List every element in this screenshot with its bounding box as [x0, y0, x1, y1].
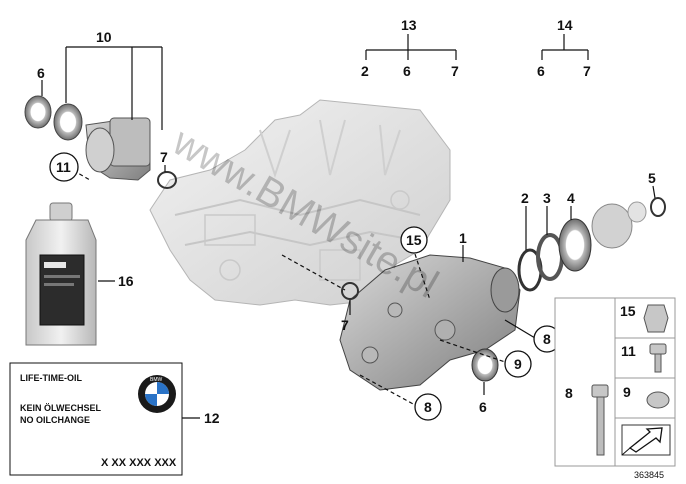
callout-1: 1: [459, 230, 467, 246]
oil-bottle-illustration: [25, 202, 97, 346]
plug-15-icon: [643, 304, 669, 333]
callout-labels: 10 6 11 7 13 2 6 7 14 6 7 1 2 3 4 5 15 8…: [37, 17, 656, 426]
bmw-logo-text: BMW: [150, 377, 163, 383]
callout-8-lower-circle: [414, 393, 442, 421]
bolt-11-shank-icon: [654, 353, 662, 373]
lifetime-oil-sticker: LIFE-TIME-OIL KEIN ÖLWECHSEL NO OILCHANG…: [9, 362, 183, 476]
group14-item-7: 7: [583, 63, 591, 79]
callout-15: 15: [406, 232, 422, 248]
callout-15-circle: [400, 226, 428, 254]
leader-lines: [41, 34, 656, 419]
sticker-line-3: NO OILCHANGE: [20, 415, 90, 425]
callout-11: 11: [56, 159, 71, 175]
callout-9: 9: [514, 356, 522, 372]
callout-4: 4: [567, 190, 575, 206]
callout-10: 10: [96, 29, 112, 45]
sticker-line-1: LIFE-TIME-OIL: [20, 373, 82, 383]
callout-6-bottom: 6: [479, 399, 487, 415]
callout-8-lower: 8: [424, 399, 432, 415]
callout-6-top-left: 6: [37, 65, 45, 81]
sticker-line-2: KEIN ÖLWECHSEL: [20, 403, 102, 413]
bolt-8-head-icon: [591, 384, 609, 398]
output-shaft-assembly: [24, 95, 177, 189]
group13-item-6: 6: [403, 63, 411, 79]
callout-14: 14: [557, 17, 573, 33]
engine-oil-pan-illustration: [149, 99, 451, 306]
callout-8-right: 8: [543, 331, 551, 347]
callout-13: 13: [401, 17, 417, 33]
callout-7-middle: 7: [341, 317, 349, 333]
callout-5: 5: [648, 170, 656, 186]
callout-3: 3: [543, 190, 551, 206]
callout-12: 12: [204, 410, 220, 426]
legend-11: 11: [621, 343, 636, 359]
bolt-8-shank-icon: [596, 396, 605, 456]
diagram-id: 363845: [634, 470, 664, 480]
callout-11-circle: [49, 152, 79, 182]
differential-housing-illustration: [339, 254, 521, 391]
callout-7-top-left: 7: [160, 149, 168, 165]
plug-9-icon: [646, 391, 670, 409]
legend-8: 8: [565, 385, 573, 401]
callout-9-circle: [504, 350, 532, 378]
group13-item-2: 2: [361, 63, 369, 79]
group14-item-6: 6: [537, 63, 545, 79]
small-parts-legend: 15 11 8 9: [554, 297, 676, 467]
callout-16: 16: [118, 273, 134, 289]
legend-9: 9: [623, 384, 631, 400]
direction-arrow-icon: [621, 424, 671, 456]
callout-2: 2: [521, 190, 529, 206]
bmw-logo: BMW: [138, 375, 176, 413]
sticker-code: X XX XXX XXX: [101, 457, 177, 469]
seal-rings-illustration: [517, 197, 666, 292]
group13-item-7: 7: [451, 63, 459, 79]
bolt-11-head-icon: [649, 343, 667, 355]
legend-15: 15: [620, 303, 636, 319]
